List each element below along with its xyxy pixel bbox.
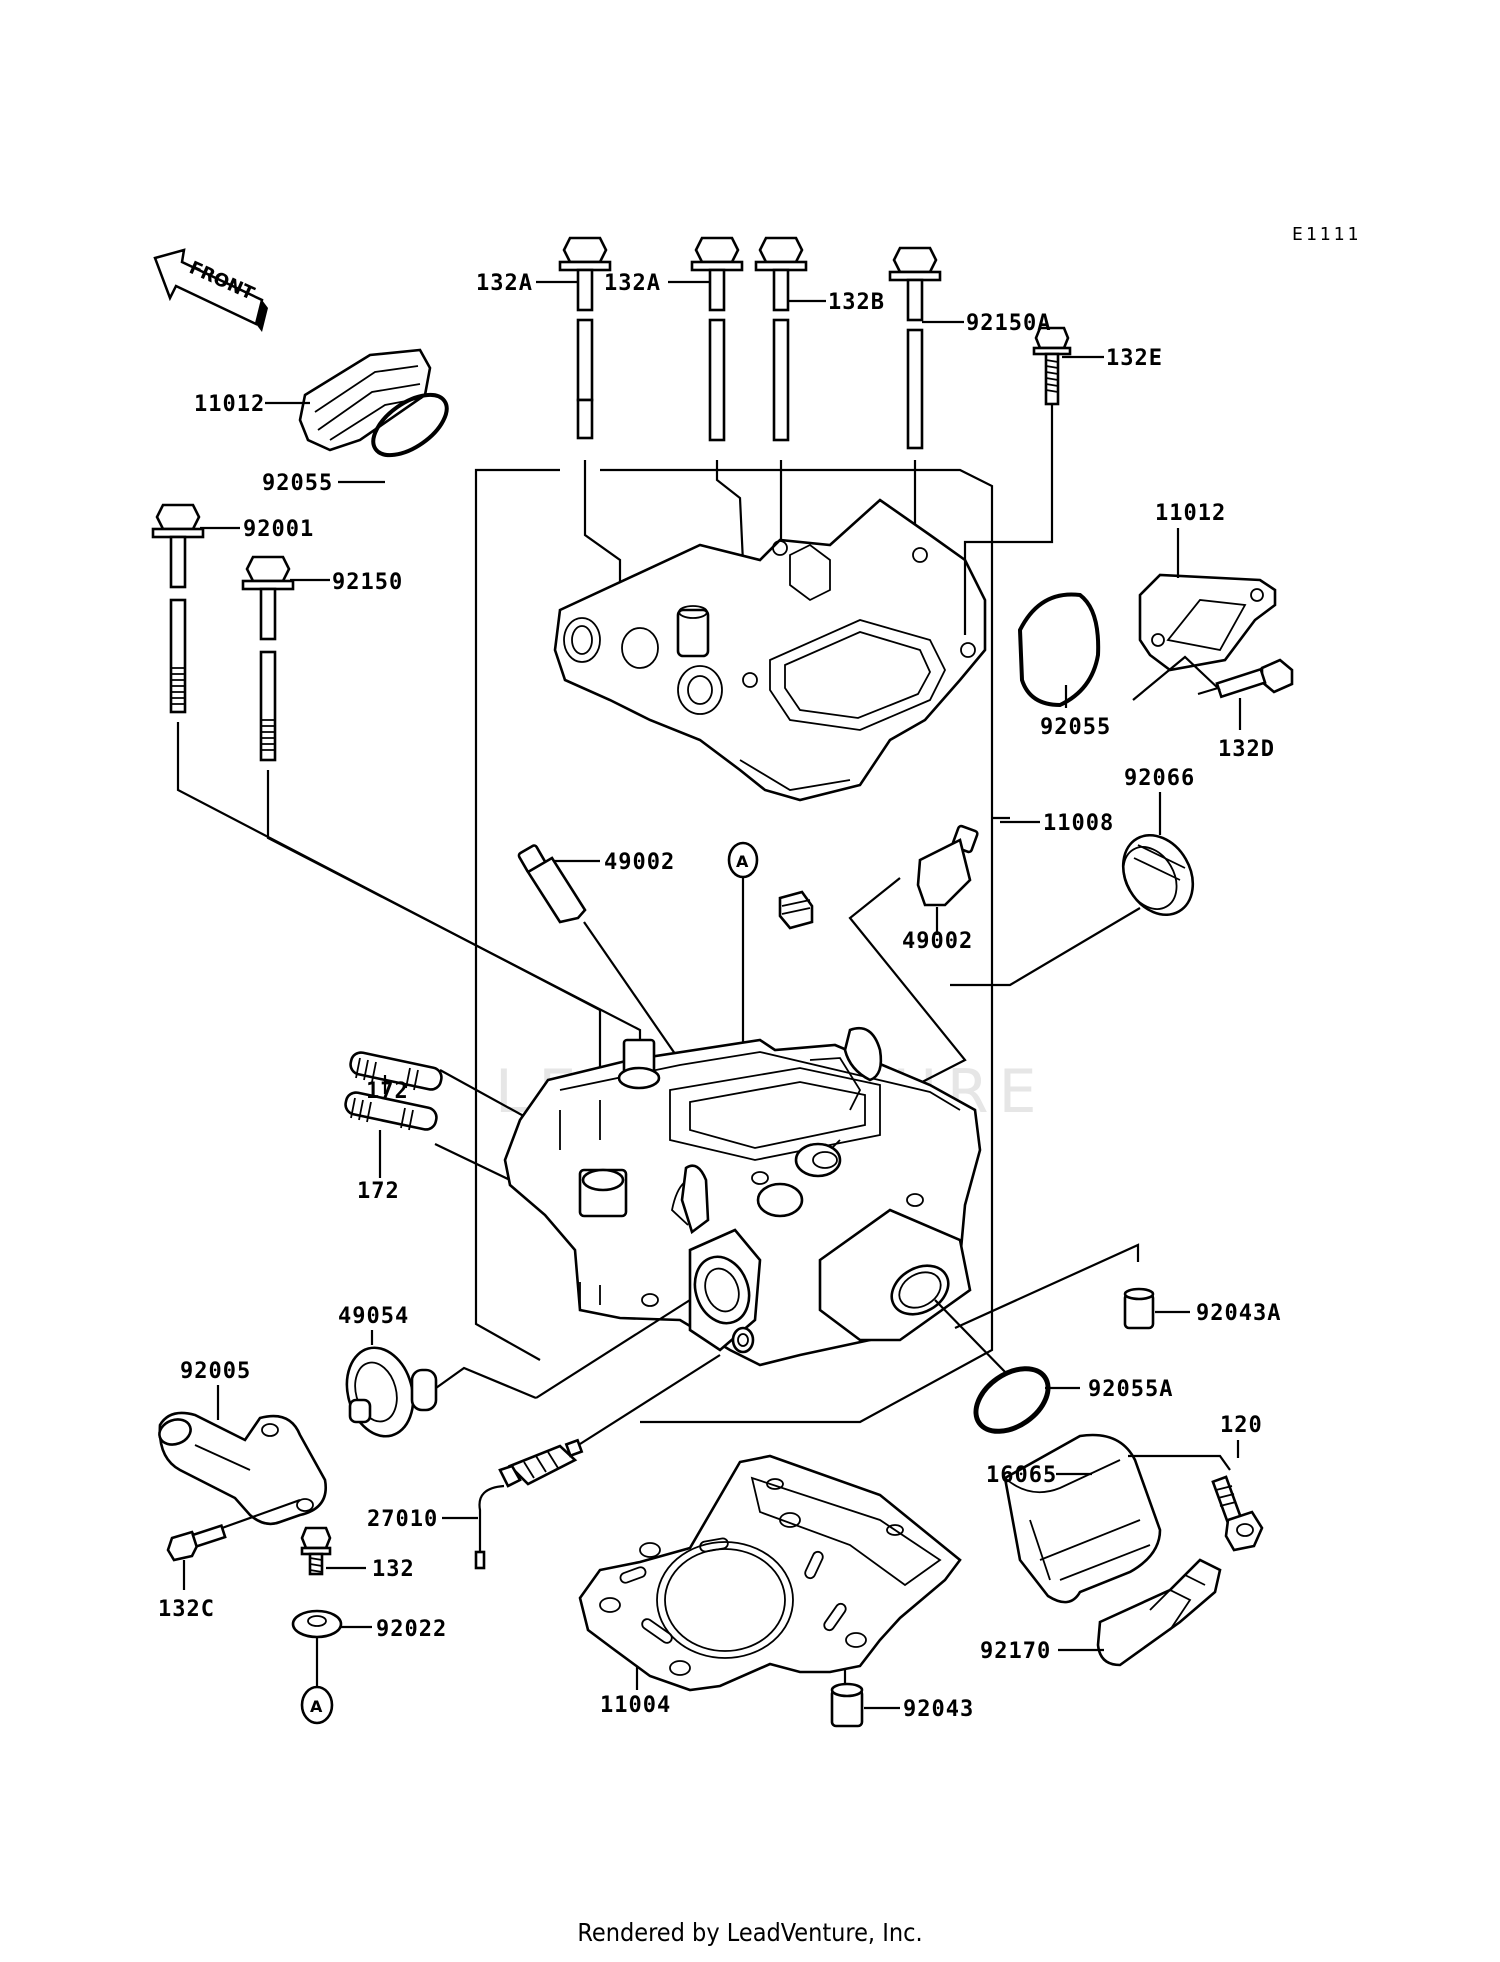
label-92043A: 92043A xyxy=(1196,1301,1281,1326)
label-49054: 49054 xyxy=(338,1304,409,1329)
plug-92066 xyxy=(950,792,1195,987)
label-172-upper: 172 xyxy=(366,1079,409,1104)
label-132D: 132D xyxy=(1218,737,1275,762)
o-ring-92055-right xyxy=(1017,592,1101,708)
label-92066: 92066 xyxy=(1124,766,1195,791)
diagram-code: E1111 xyxy=(1292,224,1361,245)
label-132A-2: 132A xyxy=(604,271,661,296)
front-arrow-icon: FRONT xyxy=(153,248,268,332)
label-92150: 92150 xyxy=(332,570,403,595)
label-49002-left: 49002 xyxy=(604,850,675,875)
valve-49002-left xyxy=(517,844,701,1091)
washer-92022 xyxy=(291,1609,372,1686)
bolt-120 xyxy=(1211,1440,1264,1552)
label-132: 132 xyxy=(372,1557,415,1582)
footer-credit: Rendered by LeadVenture, Inc. xyxy=(577,1918,923,1947)
label-92055-right: 92055 xyxy=(1040,715,1111,740)
cylinder-head-cover-11008 xyxy=(553,498,987,802)
ref-marker-bottom-text: A xyxy=(310,1697,323,1716)
stud-172-lower xyxy=(344,1091,511,1181)
o-ring-92055A xyxy=(934,1299,1080,1434)
label-172-lower: 172 xyxy=(357,1179,400,1204)
dowel-92043A xyxy=(954,1243,1190,1330)
bolt-132A-2 xyxy=(690,236,744,442)
label-92170: 92170 xyxy=(980,1639,1051,1664)
label-16065: 16065 xyxy=(986,1463,1057,1488)
water-pipe-92005 xyxy=(158,1385,328,1526)
label-132E: 132E xyxy=(1106,346,1163,371)
label-11012-right: 11012 xyxy=(1155,501,1226,526)
label-92055-left: 92055 xyxy=(262,471,333,496)
nut-top xyxy=(778,890,814,930)
part-labels: 132A 132A 132B 92150A 11012 92055 132E 1… xyxy=(158,271,1281,1722)
ref-marker-top-text: A xyxy=(736,852,749,871)
bolt-132A-1 xyxy=(558,236,612,440)
label-11012-left: 11012 xyxy=(194,392,265,417)
label-92022: 92022 xyxy=(376,1617,447,1642)
bolt-132B xyxy=(754,236,808,442)
thermostat-49054 xyxy=(345,1330,537,1438)
valve-49002-right xyxy=(769,824,979,1161)
o-ring-92055-left xyxy=(371,392,449,458)
assembly-frame xyxy=(474,468,1010,1424)
label-49002-right: 49002 xyxy=(902,929,973,954)
label-92150A: 92150A xyxy=(966,311,1051,336)
label-92005: 92005 xyxy=(180,1359,251,1384)
bolt-132C xyxy=(166,1498,301,1590)
spark-plug-27010 xyxy=(442,1354,721,1570)
bolt-132D xyxy=(1132,655,1294,730)
label-132A-1: 132A xyxy=(476,271,533,296)
label-11004: 11004 xyxy=(600,1693,671,1718)
clamp-92170 xyxy=(1058,1558,1222,1667)
label-132B: 132B xyxy=(828,290,885,315)
reference-marker-a-bottom: A xyxy=(300,1685,334,1725)
label-92001: 92001 xyxy=(243,517,314,542)
bolt-132 xyxy=(300,1526,366,1576)
label-92055A: 92055A xyxy=(1088,1377,1173,1402)
dowel-92043 xyxy=(830,1682,900,1728)
label-11008: 11008 xyxy=(1043,811,1114,836)
bolt-132E xyxy=(963,326,1104,635)
head-gasket-11004 xyxy=(578,1454,962,1692)
label-92043: 92043 xyxy=(903,1697,974,1722)
label-27010: 27010 xyxy=(367,1507,438,1532)
bolt-92150A xyxy=(888,246,942,450)
label-120: 120 xyxy=(1220,1413,1263,1438)
intake-holder-16065 xyxy=(1003,1433,1231,1604)
cover-11012-right xyxy=(1138,573,1277,672)
label-132C: 132C xyxy=(158,1597,215,1622)
cylinder-head xyxy=(503,1026,982,1367)
